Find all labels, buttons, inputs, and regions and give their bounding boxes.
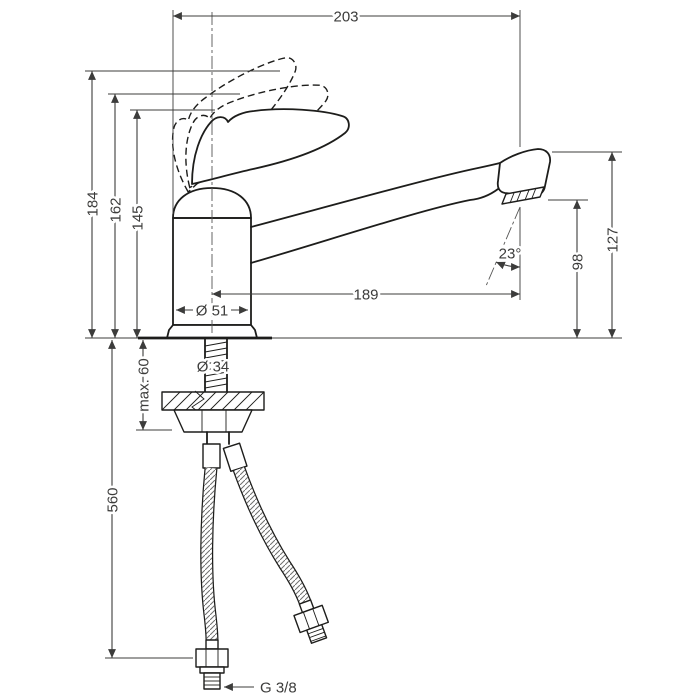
hose-a-braid bbox=[201, 467, 218, 642]
hose-connector-a bbox=[195, 639, 229, 690]
dim-label-spray-angle: 23° bbox=[499, 245, 522, 262]
dimension-layer: 203 184 162 145 189 Ø 51 Ø 34 max. 60 56… bbox=[82, 6, 624, 699]
mounting-washer bbox=[161, 390, 265, 424]
mounting-nut bbox=[173, 409, 253, 433]
dim-label-lever-height-rest: 145 bbox=[129, 205, 146, 230]
hose-crimp-a bbox=[202, 443, 221, 469]
threaded-shank bbox=[204, 337, 228, 393]
supply-hose-b bbox=[232, 466, 312, 605]
dim-label-lever-height-mid: 162 bbox=[107, 197, 124, 222]
dim-label-spout-reach: 189 bbox=[353, 286, 378, 303]
dim-label-overall-length: 203 bbox=[333, 8, 358, 25]
spout-top-edge bbox=[250, 162, 501, 228]
dim-label-hose-length: 560 bbox=[104, 487, 121, 512]
washer-hatch bbox=[161, 391, 265, 411]
spray-angle-arc bbox=[495, 261, 521, 271]
shank-stub bbox=[206, 431, 230, 445]
aerator-hatch bbox=[509, 187, 537, 204]
dim-label-max-mounting: max. 60 bbox=[135, 358, 152, 411]
supply-hose-a bbox=[200, 467, 219, 642]
hose-crimp-b bbox=[222, 442, 248, 472]
spray-axis-line bbox=[485, 206, 521, 287]
dim-label-lever-height-max: 184 bbox=[84, 191, 101, 216]
hose-b-braid bbox=[234, 467, 310, 604]
lever-handle bbox=[191, 108, 350, 185]
thread-ticks bbox=[204, 341, 228, 389]
hose-connector-b bbox=[293, 599, 330, 644]
extension-lines bbox=[85, 10, 622, 659]
dim-label-spout-height: 127 bbox=[604, 227, 621, 252]
faucet-outline bbox=[138, 57, 551, 690]
dim-label-shank-diameter: Ø 34 bbox=[197, 358, 230, 375]
spout-bottom-edge bbox=[250, 188, 499, 264]
dim-label-connection-thread: G 3/8 bbox=[260, 679, 297, 696]
dimension-lines bbox=[88, 12, 616, 691]
dim-label-outlet-height: 98 bbox=[569, 254, 586, 271]
spout-head bbox=[496, 148, 551, 198]
dim-label-body-diameter: Ø 51 bbox=[196, 302, 229, 319]
aerator bbox=[501, 186, 545, 205]
